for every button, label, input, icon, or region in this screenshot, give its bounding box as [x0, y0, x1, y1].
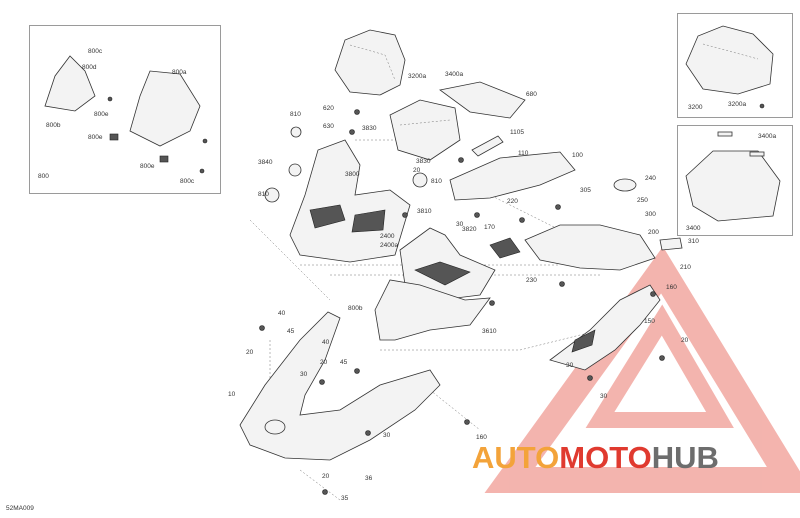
- label-20d: 20: [320, 359, 328, 366]
- label-3840: 3840: [258, 159, 273, 166]
- label-250: 250: [637, 197, 648, 204]
- label-1105: 1105: [510, 129, 524, 136]
- fasteners: [259, 109, 665, 495]
- label-620: 620: [323, 105, 334, 112]
- label-3400a2: 3400a: [758, 133, 776, 140]
- watermark-triangle: [484, 246, 800, 493]
- headlight-2400: [399, 227, 496, 301]
- inset-windshield: 800c 800d 800a 800e 800b 800e 800e 800c …: [29, 25, 221, 194]
- label-800a: 800a: [172, 69, 187, 76]
- mount-bracket-200: [489, 178, 683, 271]
- label-3830: 3830: [362, 125, 377, 132]
- round-parts: [264, 126, 428, 203]
- top-case-part: [334, 29, 406, 96]
- label-30b: 30: [300, 371, 308, 378]
- label-20b: 20: [246, 349, 254, 356]
- label-305: 305: [580, 187, 591, 194]
- label-170: 170: [484, 224, 495, 231]
- label-160: 160: [666, 284, 677, 291]
- label-30a: 30: [456, 221, 464, 228]
- label-310: 310: [688, 238, 699, 245]
- label-800c: 800c: [88, 48, 103, 55]
- bracket-100: [449, 135, 576, 201]
- label-20a: 20: [413, 167, 421, 174]
- front-fairing-10: [239, 311, 441, 461]
- label-810c: 810: [258, 191, 269, 198]
- label-3800: 3800: [345, 171, 360, 178]
- label-40b: 40: [322, 339, 330, 346]
- label-30d: 30: [566, 362, 574, 369]
- part-labels: 3200a 3400a 680 620 810 630 3830 1105 11…: [6, 71, 699, 512]
- label-630: 630: [323, 123, 334, 130]
- label-220: 220: [507, 198, 518, 205]
- label-3820: 3820: [462, 226, 477, 233]
- label-800d: 800d: [82, 64, 97, 71]
- label-800e: 800e: [94, 111, 109, 118]
- label-100: 100: [572, 152, 583, 159]
- label-240: 240: [645, 175, 656, 182]
- label-680: 680: [526, 91, 537, 98]
- label-36: 36: [365, 475, 373, 482]
- label-800b: 800b: [46, 122, 61, 129]
- side-panel-150: [549, 284, 661, 371]
- upper-fairing-3800: [289, 139, 411, 263]
- label-2400a: 2400a: [380, 242, 398, 249]
- label-800e3: 800e: [140, 163, 155, 170]
- label-3400a: 3400a: [445, 71, 463, 78]
- label-800: 800: [38, 173, 49, 180]
- label-210: 210: [680, 264, 691, 271]
- inset-3400: 3400a 3400: [677, 125, 793, 236]
- label-230: 230: [526, 277, 537, 284]
- label-3830b: 3830: [416, 158, 431, 165]
- inset-3200: 3200 3200a: [677, 13, 793, 118]
- label-3400: 3400: [686, 225, 701, 232]
- label-40a: 40: [278, 310, 286, 317]
- label-3200: 3200: [688, 104, 703, 111]
- label-800c2: 800c: [180, 178, 195, 185]
- headlight-cover-800b: [374, 279, 491, 341]
- label-800b2: 800b: [348, 305, 363, 312]
- label-30e: 30: [383, 432, 391, 439]
- label-110: 110: [518, 150, 529, 157]
- label-2400: 2400: [380, 233, 395, 240]
- label-3610: 3610: [482, 328, 497, 335]
- label-45b: 45: [340, 359, 348, 366]
- label-200: 200: [648, 229, 659, 236]
- label-160b: 160: [476, 434, 487, 441]
- label-800e2: 800e: [88, 134, 103, 141]
- glovebox-tray: [389, 99, 461, 161]
- label-3200a: 3200a: [408, 73, 426, 80]
- label-810b: 810: [431, 178, 442, 185]
- label-3810: 3810: [417, 208, 432, 215]
- panel-680: [439, 81, 526, 119]
- label-20c: 20: [681, 337, 689, 344]
- label-810: 810: [290, 111, 301, 118]
- label-30c: 30: [600, 393, 608, 400]
- diagram-code: 52MA009: [6, 505, 34, 512]
- label-45a: 45: [287, 328, 295, 335]
- label-3200a2: 3200a: [728, 101, 746, 108]
- label-35: 35: [341, 495, 349, 502]
- inset-windshield-drawing: 800c 800d 800a 800e 800b 800e 800e 800c …: [38, 48, 208, 185]
- label-20e: 20: [322, 473, 330, 480]
- inset-3400-drawing: 3400a 3400: [685, 131, 781, 232]
- label-10: 10: [228, 391, 236, 398]
- inset-3200-drawing: 3200 3200a: [685, 25, 774, 111]
- label-150: 150: [644, 318, 655, 325]
- label-300: 300: [645, 211, 656, 218]
